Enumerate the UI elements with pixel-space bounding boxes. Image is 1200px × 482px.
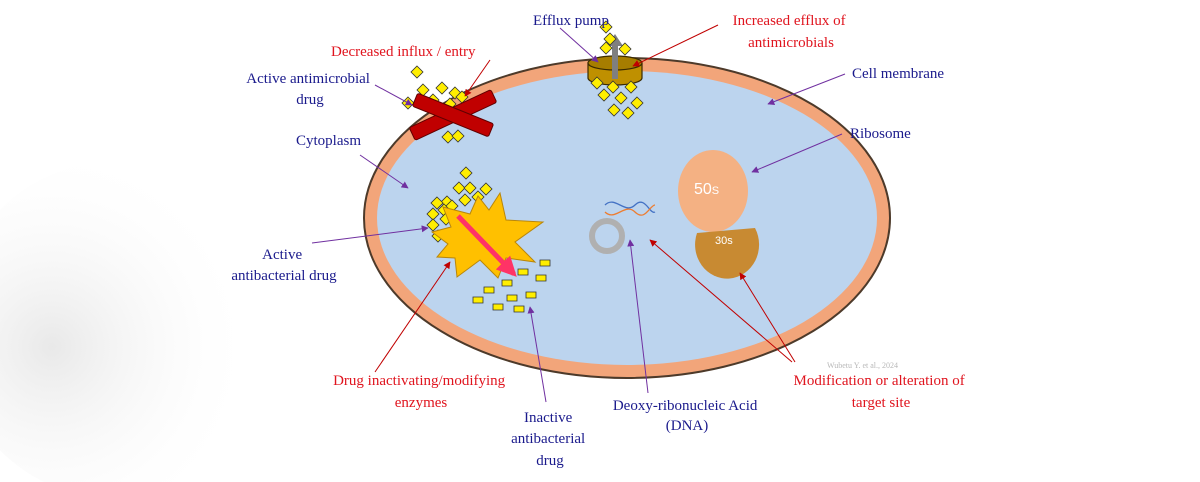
drug-diamond bbox=[463, 181, 477, 195]
inactive-fragment bbox=[517, 268, 529, 276]
active-antibacterial-label: Active antibacterial drug bbox=[231, 247, 337, 284]
drug-diamond bbox=[452, 181, 466, 195]
inactive-drug-fragments bbox=[472, 259, 551, 313]
drug-diamond bbox=[435, 81, 449, 95]
drug-diamond bbox=[599, 41, 613, 55]
inactive-fragment bbox=[525, 291, 537, 299]
modification-target-label: Modification or alteration of target sit… bbox=[794, 373, 969, 411]
drug-diamond bbox=[459, 166, 473, 180]
efflux-pump-label: Efflux pump bbox=[533, 13, 609, 29]
inactive-antibacterial-label: Inactive antibacterial drug bbox=[511, 410, 589, 469]
drug-diamond bbox=[606, 80, 620, 94]
inactive-fragment bbox=[539, 259, 551, 267]
ribosome-30s-label: 30s bbox=[715, 235, 733, 247]
inactive-fragment bbox=[506, 294, 518, 302]
drug-diamond bbox=[614, 91, 628, 105]
drug-diamond bbox=[590, 76, 604, 90]
drug-diamond bbox=[630, 96, 644, 110]
inactive-fragment bbox=[513, 305, 525, 313]
drug-diamond bbox=[479, 182, 493, 196]
drug-diamond bbox=[451, 129, 465, 143]
inactive-fragment bbox=[501, 279, 513, 287]
drug-diamond bbox=[603, 32, 617, 46]
inactive-fragment bbox=[535, 274, 547, 282]
drug-diamond bbox=[599, 20, 613, 34]
inactive-fragment bbox=[483, 286, 495, 294]
drug-diamond bbox=[621, 106, 635, 120]
cytoplasm-label: Cytoplasm bbox=[296, 133, 361, 149]
ribosome-50s-label: 50S bbox=[694, 181, 719, 198]
ribosome-label: Ribosome bbox=[850, 126, 911, 142]
drug-diamond bbox=[607, 103, 621, 117]
dna-shape bbox=[589, 201, 656, 254]
cell-membrane-label: Cell membrane bbox=[852, 66, 944, 82]
background-shadow bbox=[0, 160, 290, 482]
inactive-fragment bbox=[472, 296, 484, 304]
drug-diamond bbox=[430, 196, 444, 210]
increased-efflux-label: Increased efflux of antimicrobials bbox=[733, 13, 850, 51]
drug-diamond bbox=[426, 218, 440, 232]
dna-label: Deoxy-ribonucleic Acid (DNA) bbox=[613, 398, 761, 434]
drug-diamond bbox=[624, 80, 638, 94]
drug-diamond bbox=[458, 193, 472, 207]
active-antimicrobial-label: Active antimicrobial drug bbox=[246, 71, 373, 108]
inactive-fragment bbox=[492, 303, 504, 311]
drug-inactivating-label: Drug inactivating/modifying enzymes bbox=[333, 373, 509, 411]
pointer-lines bbox=[311, 24, 846, 403]
blocked-entry-x bbox=[409, 89, 497, 141]
credit-text: Wubetu Y. et al., 2024 bbox=[827, 361, 898, 370]
ribosome-shape: 50S 30s bbox=[678, 150, 760, 279]
drug-diamond bbox=[597, 88, 611, 102]
drug-diamond bbox=[441, 130, 455, 144]
drug-diamond bbox=[410, 65, 424, 79]
decreased-influx-label: Decreased influx / entry bbox=[331, 44, 476, 60]
drug-diamond bbox=[618, 42, 632, 56]
inactivation-arrow bbox=[456, 214, 517, 277]
